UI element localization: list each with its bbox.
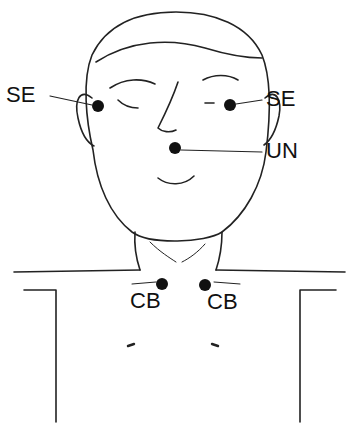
shoulder	[14, 270, 140, 272]
clavicle	[182, 244, 205, 262]
clavicle	[214, 282, 240, 284]
point-label: SE	[6, 84, 35, 106]
head-outline	[86, 12, 269, 241]
clavicle	[132, 282, 156, 284]
point-label: SE	[266, 88, 295, 110]
nose	[158, 82, 178, 132]
point-dot	[199, 279, 211, 291]
clavicle	[150, 242, 176, 262]
nipple	[128, 344, 134, 346]
mouth	[158, 176, 194, 184]
leader-line	[236, 100, 262, 104]
neck	[135, 232, 140, 270]
leader-line	[181, 150, 262, 152]
point-dot	[169, 142, 181, 154]
point-label: CB	[130, 290, 161, 312]
eyebrow	[110, 80, 155, 88]
point-label: CB	[207, 291, 238, 313]
point-dot	[156, 278, 168, 290]
hairline	[96, 42, 262, 62]
eye	[205, 102, 214, 104]
torso-outline	[300, 290, 336, 422]
nipple	[212, 344, 218, 346]
neck	[216, 232, 222, 270]
eye	[118, 100, 138, 108]
point-dot	[224, 99, 236, 111]
shoulder	[216, 270, 345, 272]
eyebrow	[203, 76, 238, 81]
point-dot	[92, 100, 104, 112]
torso-outline	[24, 290, 56, 422]
point-label: UN	[266, 140, 298, 162]
leader-line	[50, 96, 92, 105]
